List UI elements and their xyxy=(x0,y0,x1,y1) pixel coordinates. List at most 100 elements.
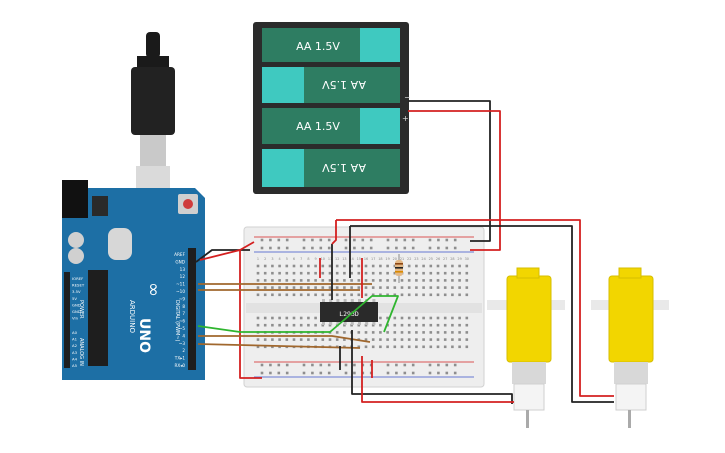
breadboard-hole[interactable] xyxy=(400,331,404,334)
breadboard-hole[interactable] xyxy=(465,271,469,275)
breadboard-hole[interactable] xyxy=(263,286,267,289)
breadboard-hole[interactable] xyxy=(285,271,289,275)
breadboard-hole[interactable] xyxy=(458,323,461,327)
breadboard-hole[interactable] xyxy=(357,323,361,327)
breadboard-hole[interactable] xyxy=(285,316,289,320)
breadboard-hole[interactable] xyxy=(443,264,447,268)
breadboard-hole[interactable] xyxy=(321,338,325,341)
breadboard-hole[interactable] xyxy=(429,338,433,341)
rail-hole[interactable] xyxy=(285,371,289,375)
breadboard-hole[interactable] xyxy=(335,338,339,341)
breadboard-hole[interactable] xyxy=(314,316,317,320)
breadboard-hole[interactable] xyxy=(422,271,425,275)
breadboard-hole[interactable] xyxy=(451,271,454,275)
rail-hole[interactable] xyxy=(437,246,440,250)
breadboard-hole[interactable] xyxy=(451,316,454,320)
breadboard-hole[interactable] xyxy=(400,338,404,341)
rail-hole[interactable] xyxy=(260,246,264,250)
breadboard-hole[interactable] xyxy=(278,338,281,341)
breadboard-hole[interactable] xyxy=(278,293,281,297)
breadboard-hole[interactable] xyxy=(256,271,260,275)
rail-hole[interactable] xyxy=(386,371,390,375)
breadboard-hole[interactable] xyxy=(350,271,353,275)
rail-hole[interactable] xyxy=(403,246,407,250)
breadboard-hole[interactable] xyxy=(379,293,382,297)
breadboard-hole[interactable] xyxy=(350,286,353,289)
breadboard-hole[interactable] xyxy=(371,331,375,334)
breadboard-hole[interactable] xyxy=(436,279,440,282)
rail-hole[interactable] xyxy=(445,371,449,375)
breadboard-hole[interactable] xyxy=(458,271,461,275)
breadboard-hole[interactable] xyxy=(379,264,382,268)
breadboard-hole[interactable] xyxy=(307,271,310,275)
breadboard-hole[interactable] xyxy=(271,271,274,275)
breadboard-hole[interactable] xyxy=(271,338,274,341)
breadboard-hole[interactable] xyxy=(443,279,447,282)
breadboard-hole[interactable] xyxy=(429,331,433,334)
breadboard-hole[interactable] xyxy=(307,316,310,320)
breadboard-hole[interactable] xyxy=(335,279,339,282)
rail-hole[interactable] xyxy=(277,371,281,375)
rail-hole[interactable] xyxy=(344,371,348,375)
breadboard-hole[interactable] xyxy=(307,264,310,268)
rail-hole[interactable] xyxy=(302,363,306,367)
breadboard-hole[interactable] xyxy=(422,286,425,289)
breadboard-hole[interactable] xyxy=(422,345,425,349)
breadboard-hole[interactable] xyxy=(379,323,382,327)
breadboard-hole[interactable] xyxy=(371,264,375,268)
breadboard-hole[interactable] xyxy=(436,316,440,320)
breadboard-hole[interactable] xyxy=(465,279,469,282)
breadboard-hole[interactable] xyxy=(400,316,404,320)
breadboard-hole[interactable] xyxy=(328,279,332,282)
breadboard-hole[interactable] xyxy=(278,279,281,282)
rail-hole[interactable] xyxy=(344,246,348,250)
breadboard-hole[interactable] xyxy=(407,271,411,275)
breadboard-hole[interactable] xyxy=(415,293,418,297)
breadboard-hole[interactable] xyxy=(465,338,469,341)
breadboard-hole[interactable] xyxy=(357,271,361,275)
breadboard-hole[interactable] xyxy=(451,286,454,289)
breadboard-hole[interactable] xyxy=(314,323,317,327)
breadboard-hole[interactable] xyxy=(429,279,433,282)
breadboard-hole[interactable] xyxy=(407,286,411,289)
breadboard-hole[interactable] xyxy=(314,271,317,275)
breadboard-hole[interactable] xyxy=(371,338,375,341)
rail-hole[interactable] xyxy=(311,246,314,250)
breadboard-hole[interactable] xyxy=(371,293,375,297)
breadboard-hole[interactable] xyxy=(407,345,411,349)
breadboard-hole[interactable] xyxy=(465,286,469,289)
rail-hole[interactable] xyxy=(311,363,314,367)
breadboard-hole[interactable] xyxy=(429,293,433,297)
breadboard-hole[interactable] xyxy=(415,264,418,268)
breadboard-hole[interactable] xyxy=(271,345,274,349)
breadboard-hole[interactable] xyxy=(285,293,289,297)
breadboard-hole[interactable] xyxy=(371,286,375,289)
rail-hole[interactable] xyxy=(269,363,272,367)
rail-hole[interactable] xyxy=(260,363,264,367)
rail-hole[interactable] xyxy=(353,246,356,250)
breadboard-hole[interactable] xyxy=(335,293,339,297)
breadboard-hole[interactable] xyxy=(451,279,454,282)
breadboard-hole[interactable] xyxy=(364,331,368,334)
rail-hole[interactable] xyxy=(353,371,356,375)
breadboard-hole[interactable] xyxy=(458,293,461,297)
breadboard-hole[interactable] xyxy=(436,271,440,275)
rail-hole[interactable] xyxy=(285,363,289,367)
breadboard-hole[interactable] xyxy=(436,293,440,297)
rail-hole[interactable] xyxy=(437,363,440,367)
breadboard-hole[interactable] xyxy=(314,293,317,297)
breadboard-hole[interactable] xyxy=(364,286,368,289)
breadboard-hole[interactable] xyxy=(271,286,274,289)
rail-hole[interactable] xyxy=(269,238,272,242)
breadboard-hole[interactable] xyxy=(386,279,389,282)
breadboard-hole[interactable] xyxy=(328,338,332,341)
breadboard-hole[interactable] xyxy=(386,264,389,268)
rail-hole[interactable] xyxy=(327,238,331,242)
breadboard-hole[interactable] xyxy=(350,279,353,282)
breadboard-hole[interactable] xyxy=(292,316,296,320)
breadboard-hole[interactable] xyxy=(379,286,382,289)
breadboard-hole[interactable] xyxy=(379,271,382,275)
breadboard-hole[interactable] xyxy=(343,323,346,327)
breadboard-hole[interactable] xyxy=(429,316,433,320)
breadboard-hole[interactable] xyxy=(465,331,469,334)
